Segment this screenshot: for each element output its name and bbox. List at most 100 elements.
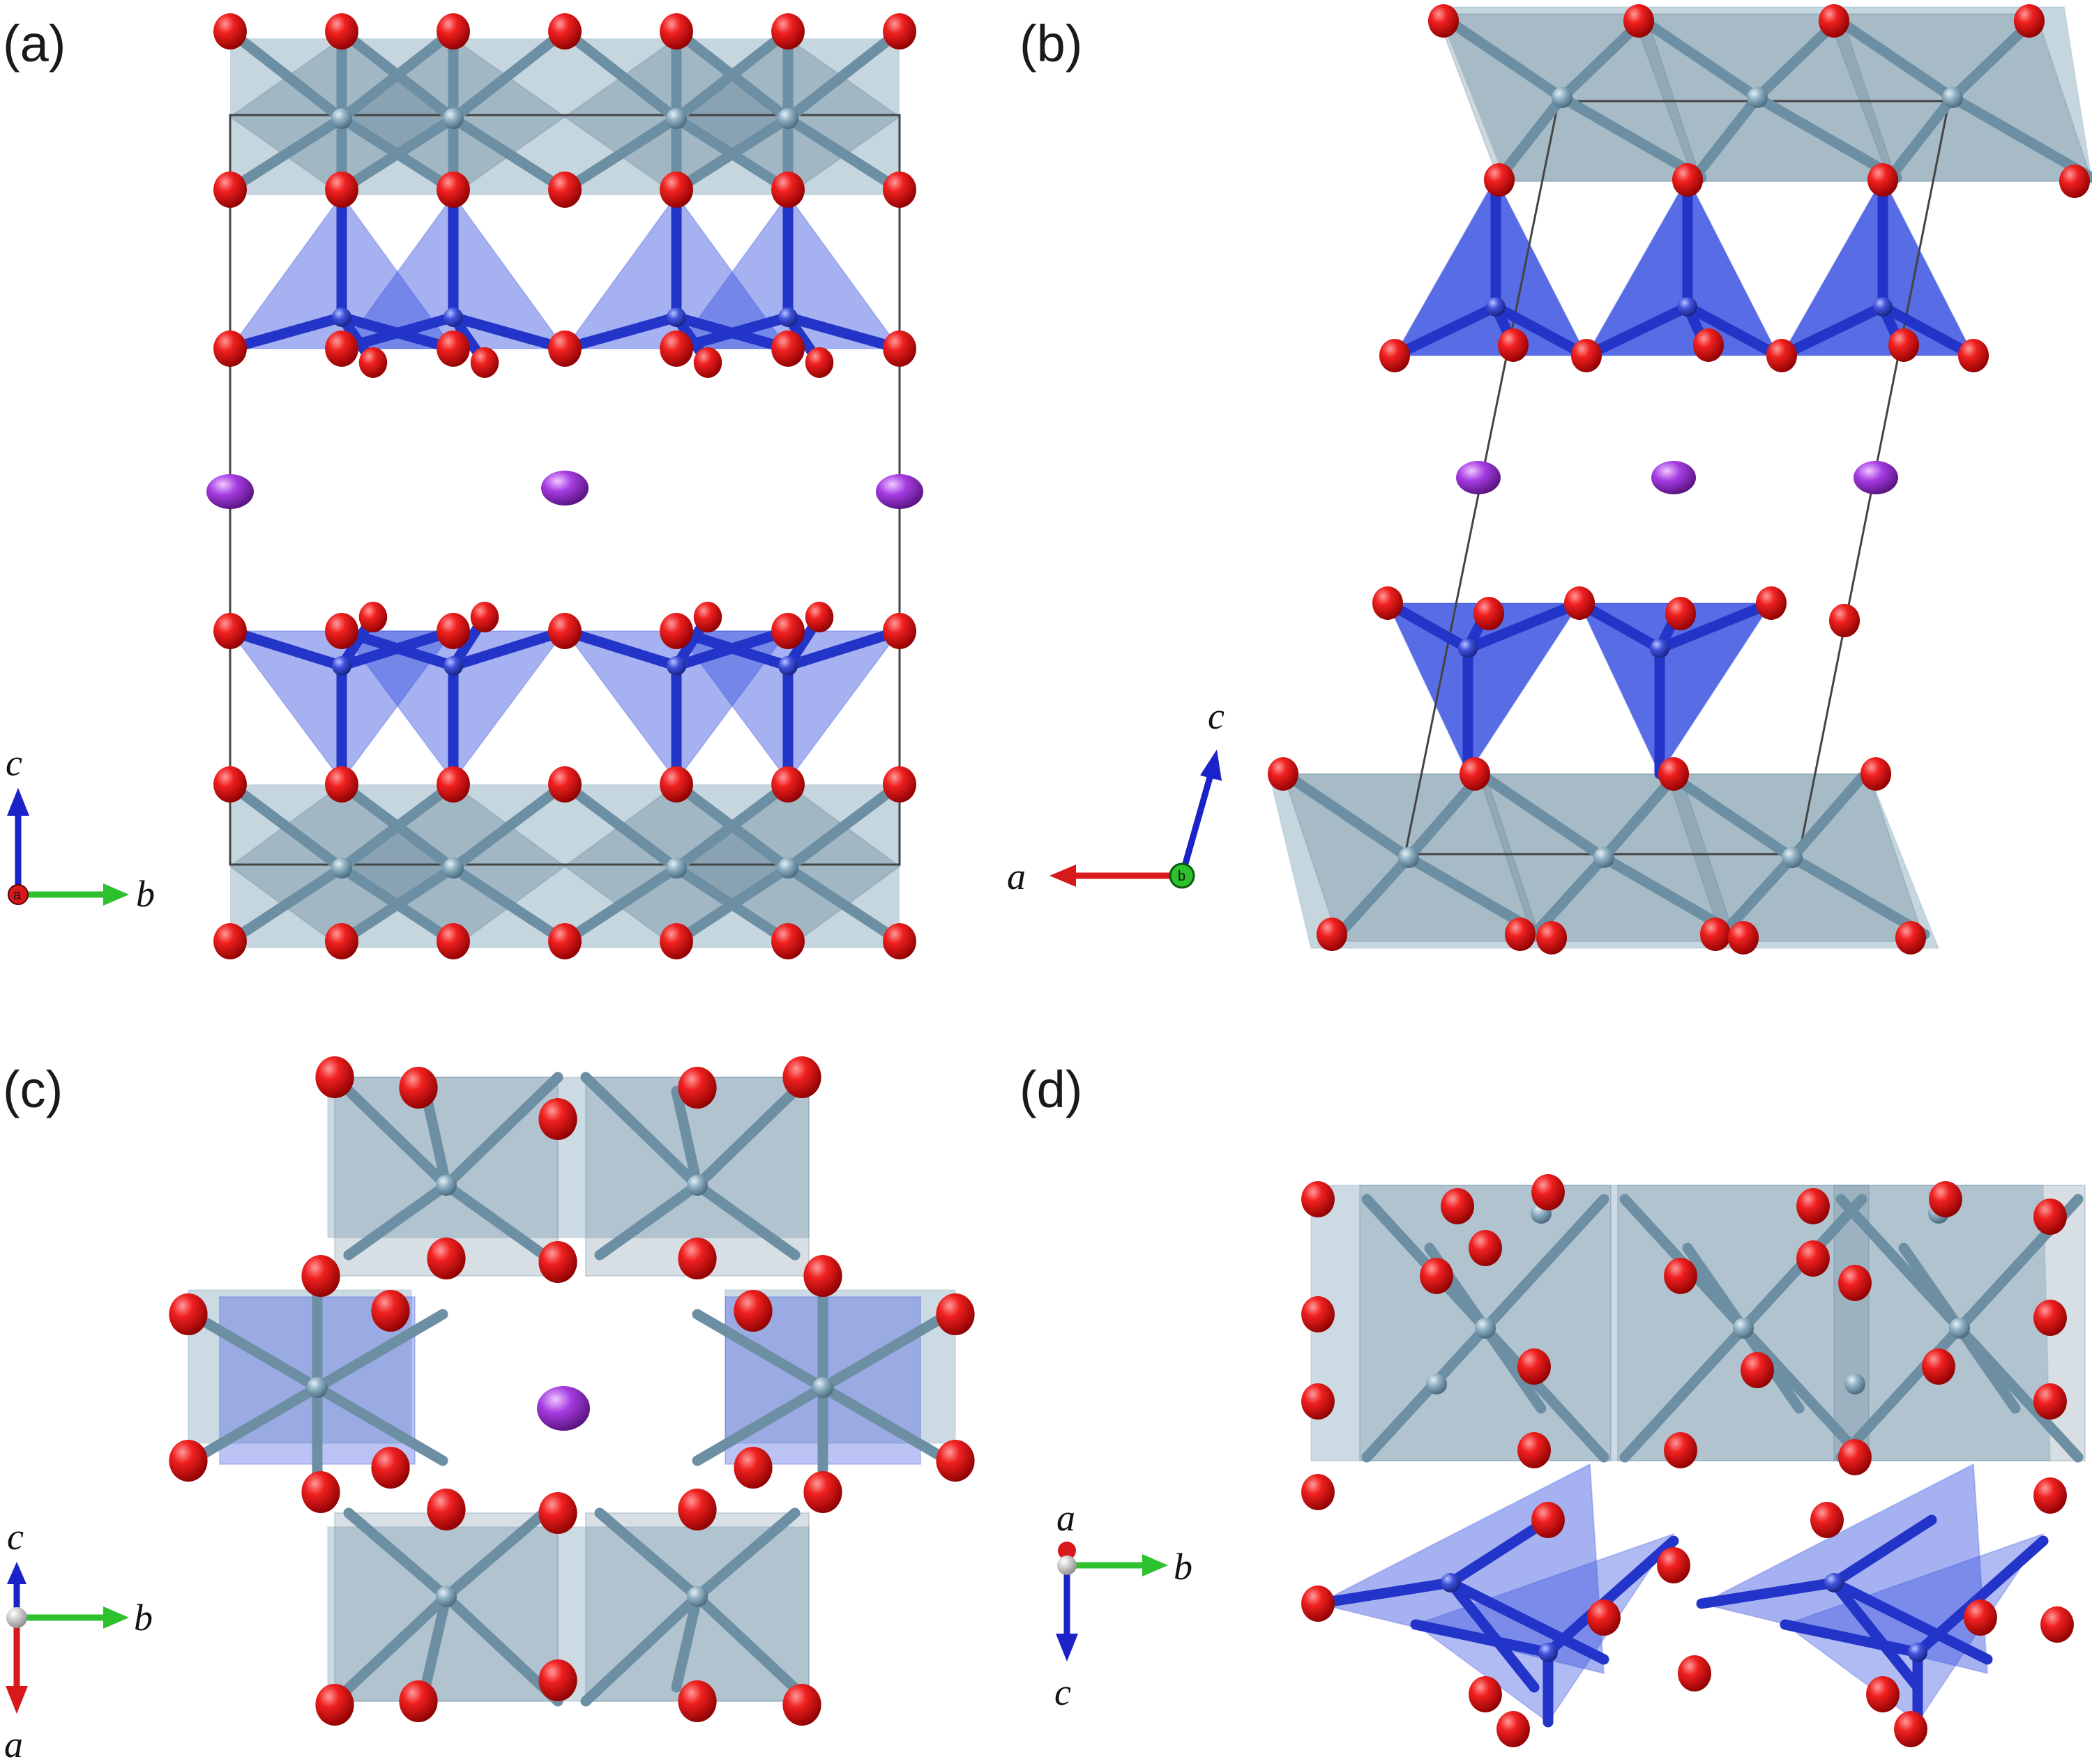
bond [336,625,459,671]
bond [692,1180,801,1261]
octahedral-metal-atom [436,1175,457,1196]
oxygen-atom [437,766,470,803]
oxygen-atom [1692,328,1725,362]
oxygen-atom [1922,1348,1955,1385]
bond [343,1507,452,1602]
oxygen-atom [1301,1296,1335,1332]
bond [448,779,570,874]
bond [782,862,905,947]
bond [559,26,682,124]
bond [329,1072,452,1191]
oxygen-atom [1427,4,1460,38]
bond [580,1072,703,1191]
bond [1696,1577,1840,1609]
tetrahedral-atom [1486,297,1506,317]
oxygen-atom [548,172,582,208]
bond [594,1507,703,1602]
oxygen-atom [1459,757,1491,791]
oxygen-atom [437,613,470,649]
interlayer-cation [541,471,589,505]
bond [225,113,347,195]
oxygen-atom [1587,1599,1621,1636]
oxygen-atom [213,613,247,649]
oxygen-atom [358,602,388,632]
oxygen-atom [538,1659,577,1701]
oxygen-atom [1860,757,1892,791]
tetrahedral-atom [667,307,686,327]
oxygen-atom [470,602,499,632]
tetrahedral-atom [1538,1643,1558,1662]
bond [580,1591,703,1707]
oxygen-atom [803,1255,842,1297]
octahedral-metal-atom [1949,1318,1970,1339]
oxygen-atom [1796,1240,1830,1277]
bond [1947,92,2092,183]
octahedral-metal-atom [666,858,687,879]
bond [1480,1194,1609,1334]
octahedral-metal-atom [331,108,352,129]
oxygen-atom [883,172,916,208]
oxygen-atom [660,923,693,959]
oxygen-atom [399,1680,438,1722]
panel-label-d: (d) [1020,1060,1082,1118]
bond [336,312,459,354]
oxygen-atom [371,1447,410,1489]
oxygen-atom [538,1492,577,1534]
octahedral-metal-atom [436,1586,457,1607]
oxygen-atom [678,1067,717,1109]
oxygen-atom [883,923,916,959]
oxygen-atom [1658,757,1690,791]
bond [1912,1535,2049,1658]
oxygen-atom [1531,1174,1565,1210]
oxygen-atom [371,1290,410,1332]
bond [1689,92,1763,183]
tetrahedral-atom [667,656,686,676]
oxygen-atom [213,766,247,803]
oxygen-atom [325,766,358,803]
bond [559,625,682,671]
octahedral-metal-atom [331,858,352,879]
bond [1494,92,1568,183]
bond [1333,852,1414,940]
oxygen-atom [470,347,499,378]
axis-label-c: c [1054,1671,1071,1713]
bond [1438,12,1568,103]
oxygen-atom [883,13,916,50]
oxygen-atom [213,923,247,959]
tetrahedral-atom [332,307,351,327]
octahedral-metal-atom [687,1175,708,1196]
oxygen-atom [1372,586,1404,620]
bond [1752,92,1902,183]
bond [1389,301,1501,361]
bond [1581,301,1693,361]
bond [1787,772,1867,863]
oxygen-atom [1301,1181,1335,1217]
axis-indicator-c: c b a [4,1516,153,1764]
axis-indicator-b: b a c [1007,695,1225,897]
oxygen-atom [771,766,805,803]
bond [1480,772,1609,863]
bond [559,862,682,947]
tetrahedral-atom [1908,1643,1927,1662]
bond [817,1309,954,1393]
panel-label-b: (b) [1020,15,1082,73]
oxygen-atom [660,766,693,803]
oxygen-atom [301,1255,340,1297]
bond [782,113,905,195]
oxygen-atom [2033,1199,2067,1235]
octahedral-metal-atom [1747,87,1768,108]
oxygen-atom [1469,1676,1502,1712]
oxygen-atom [1517,1432,1551,1468]
oxygen-atom [1888,328,1920,362]
oxygen-atom [771,330,805,367]
octahedral-metal-atom [443,858,464,879]
bond [343,1180,452,1261]
oxygen-atom [437,172,470,208]
oxygen-atom [427,1489,466,1530]
oxygen-atom [1316,918,1348,951]
bond [225,779,347,874]
oxygen-atom [301,1471,340,1513]
oxygen-atom [1741,1352,1774,1388]
oxygen-atom [1672,163,1704,197]
interlayer-cation [1651,461,1696,494]
